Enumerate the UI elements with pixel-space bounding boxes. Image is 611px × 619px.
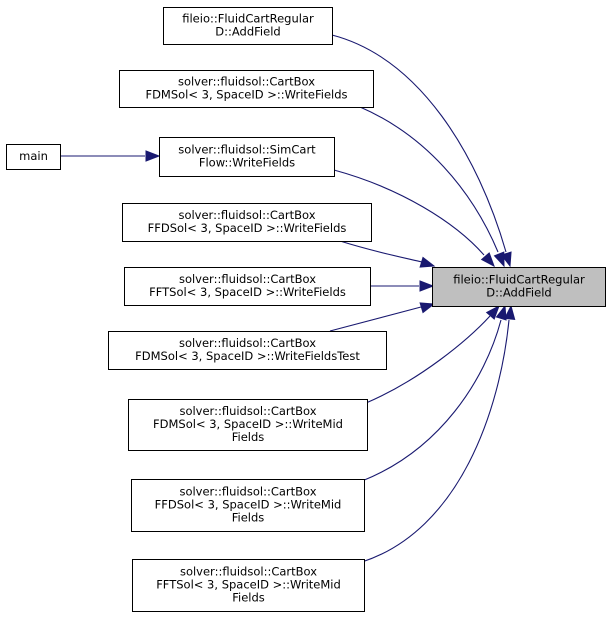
node-label-line: solver::fluidsol::CartBox xyxy=(178,75,315,89)
node-box xyxy=(124,267,371,306)
node-box xyxy=(122,203,372,242)
edge-main-to-simcart-writefields xyxy=(60,150,161,162)
node-label-line: solver::fluidsol::CartBox xyxy=(179,485,316,499)
arrowhead-icon xyxy=(480,252,495,268)
edge-ffd-writemid-to-target xyxy=(361,304,507,482)
edge-fdm-writefields-to-target xyxy=(359,106,505,268)
node-box xyxy=(159,137,335,177)
edge-line xyxy=(329,306,422,332)
node-box xyxy=(432,267,606,307)
node-label-line: Flow::WriteFields xyxy=(199,156,295,170)
edge-line xyxy=(361,319,502,482)
node-label-line: solver::fluidsol::CartBox xyxy=(179,336,316,350)
node-label-line: solver::fluidsol::CartBox xyxy=(178,208,315,222)
node-label-line: FFDSol< 3, SpaceID >::WriteMid xyxy=(155,498,342,512)
edge-fft-writemid-to-target xyxy=(361,304,516,563)
node-label-line: D::AddField xyxy=(215,25,280,39)
edge-line xyxy=(339,240,423,263)
node-label-line: solver::fluidsol::SimCart xyxy=(178,143,316,157)
edge-line xyxy=(365,315,491,404)
edge-simcart-writefields-to-target xyxy=(333,169,495,268)
edges-layer xyxy=(60,34,516,563)
arrowhead-icon xyxy=(419,256,436,268)
node-label-line: Fields xyxy=(232,511,265,525)
node-main[interactable]: main xyxy=(6,144,61,170)
node-label-line: fileio::FluidCartRegular xyxy=(453,273,585,287)
arrowhead-icon xyxy=(145,150,161,162)
edge-line xyxy=(331,34,507,253)
node-label-line: FDMSol< 3, SpaceID >::WriteFields xyxy=(145,88,347,102)
node-box xyxy=(163,7,333,45)
nodes-layer: mainfileio::FluidCartRegularD::AddFields… xyxy=(6,7,606,612)
arrowhead-icon xyxy=(419,302,436,314)
node-box xyxy=(119,70,374,108)
node-label-line: fileio::FluidCartRegular xyxy=(182,12,314,26)
node-label-line: Fields xyxy=(232,430,265,444)
edge-fdm-writefieldstest-to-target xyxy=(329,302,436,332)
edge-line xyxy=(359,106,499,253)
node-label-line: FFDSol< 3, SpaceID >::WriteFields xyxy=(148,221,347,235)
edge-ffd-writefields-to-target xyxy=(339,240,436,268)
arrowhead-icon xyxy=(503,304,516,321)
node-label-line: FDMSol< 3, SpaceID >::WriteMid xyxy=(153,417,343,431)
node-box xyxy=(132,559,365,612)
node-label-line: Fields xyxy=(232,591,265,605)
arrowhead-icon xyxy=(495,304,507,321)
node-box xyxy=(128,399,368,451)
node-label-line: solver::fluidsol::CartBox xyxy=(179,404,316,418)
arrowhead-icon xyxy=(485,304,500,320)
node-box xyxy=(6,144,61,170)
node-label-line: solver::fluidsol::CartBox xyxy=(180,565,317,579)
edge-line xyxy=(361,319,510,563)
edge-fft-writefields-to-target xyxy=(370,280,435,292)
edge-fdm-writemid-to-target xyxy=(365,304,500,404)
node-simcart-writefields[interactable]: solver::fluidsol::SimCartFlow::WriteFiel… xyxy=(159,137,335,177)
arrowhead-icon xyxy=(493,251,505,268)
node-label-line: FFTSol< 3, SpaceID >::WriteFields xyxy=(149,285,346,299)
node-label-line: solver::fluidsol::CartBox xyxy=(179,272,316,286)
node-label-line: FDMSol< 3, SpaceID >::WriteFieldsTest xyxy=(135,349,360,363)
node-label-line: FFTSol< 3, SpaceID >::WriteMid xyxy=(156,578,341,592)
arrowhead-icon xyxy=(419,280,435,292)
edge-line xyxy=(333,169,485,256)
node-box xyxy=(108,331,387,370)
node-label-line: D::AddField xyxy=(486,286,551,300)
node-box xyxy=(131,479,365,532)
node-label-line: main xyxy=(19,149,48,163)
